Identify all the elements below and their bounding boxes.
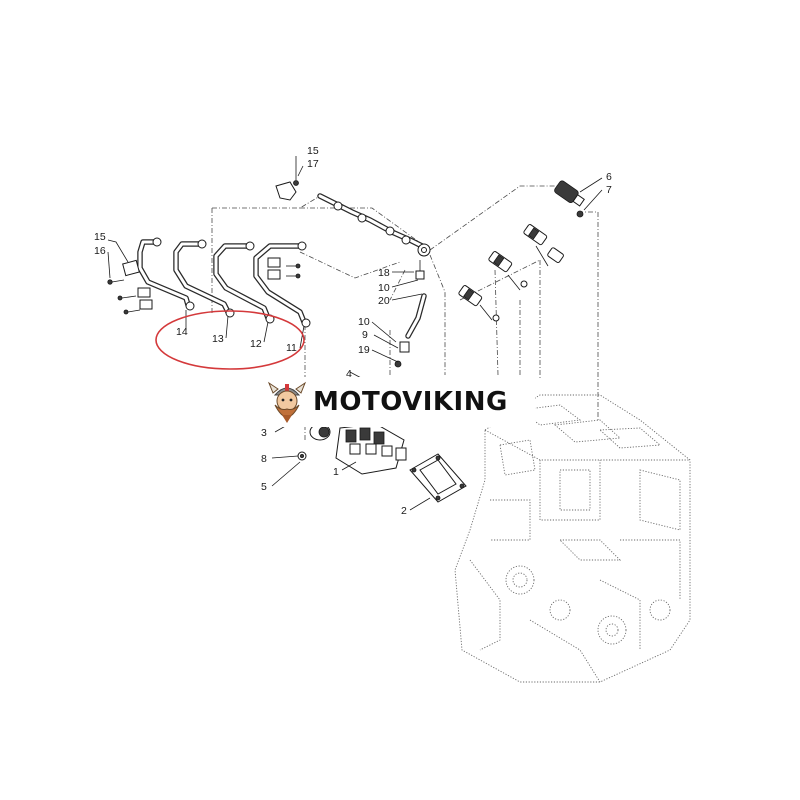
pipe-clamps [107, 257, 301, 315]
part-label-18: 18 [378, 267, 390, 279]
part-label-20: 20 [378, 295, 390, 307]
part-label-13: 13 [212, 333, 224, 345]
part-labels: 15 17 6 7 15 16 14 13 12 11 18 10 20 10 … [94, 145, 612, 517]
highlight-ellipse [155, 310, 305, 370]
injectors [458, 180, 585, 322]
part-label-1: 1 [333, 466, 339, 478]
part-label-12: 12 [250, 338, 262, 350]
part-label-5: 5 [261, 481, 267, 493]
part-label-15-left: 15 [94, 231, 106, 243]
part-label-8: 8 [261, 453, 267, 465]
part-label-7: 7 [606, 184, 612, 196]
engine-block [454, 394, 691, 683]
brand-wordmark: MOTOVIKING [313, 387, 508, 417]
part-label-11: 11 [286, 342, 297, 354]
injector-pipes [137, 237, 311, 328]
return-line [275, 180, 431, 257]
viking-head-icon [267, 381, 307, 423]
part-label-6: 6 [606, 171, 612, 183]
part-label-10-bottom: 10 [358, 316, 370, 328]
part-label-19: 19 [358, 344, 370, 356]
pump-gasket [409, 453, 467, 503]
leak-off-line [394, 260, 427, 368]
part-label-4: 4 [346, 368, 352, 380]
part-label-2: 2 [401, 505, 407, 517]
part-label-10-top: 10 [378, 282, 390, 294]
part-label-14: 14 [176, 326, 188, 338]
part-label-3: 3 [261, 427, 267, 439]
part-label-17: 17 [307, 158, 319, 170]
part-label-15-top: 15 [307, 145, 319, 157]
injection-pump [335, 423, 407, 475]
part-label-9: 9 [362, 329, 368, 341]
brand-logo: MOTOVIKING [263, 377, 535, 427]
part-label-16: 16 [94, 245, 106, 257]
